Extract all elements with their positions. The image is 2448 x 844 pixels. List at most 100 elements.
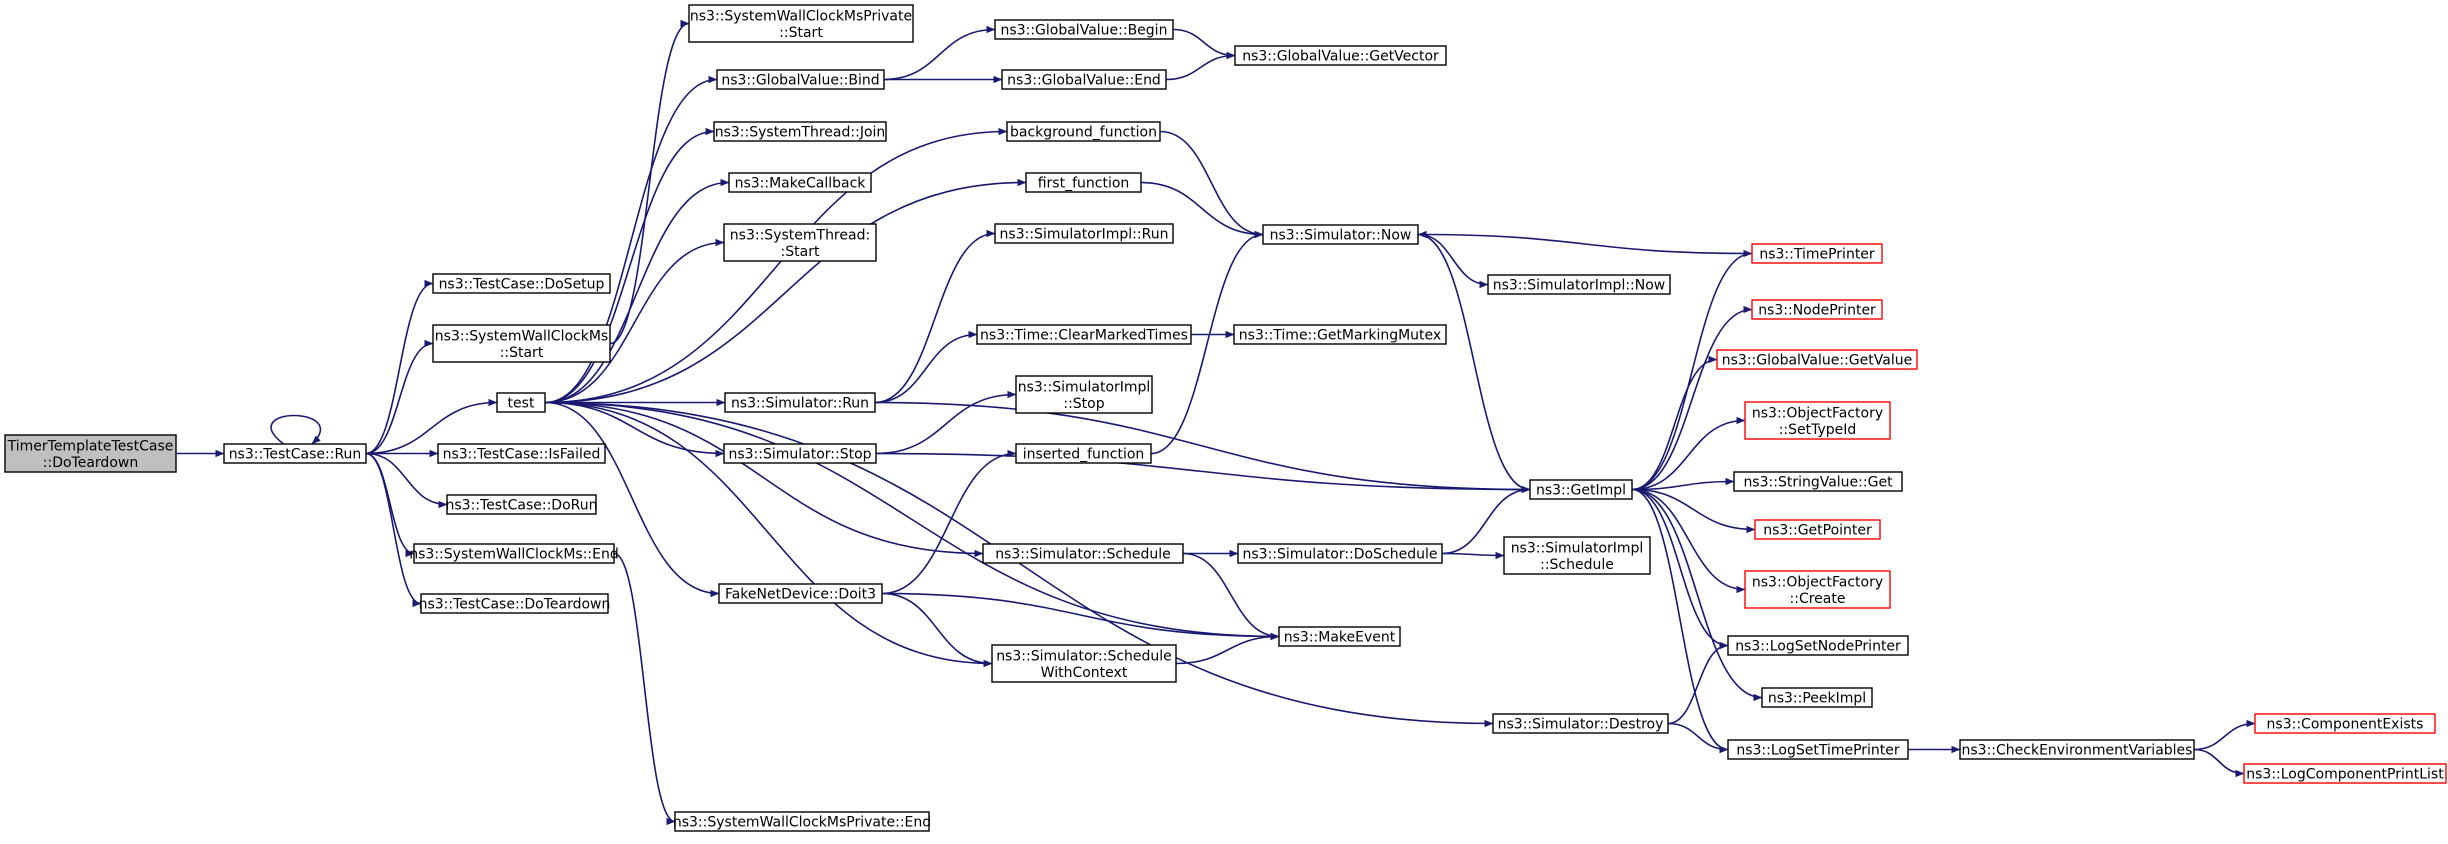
node-dorun[interactable]: ns3::TestCase::DoRun xyxy=(446,494,598,515)
edge-doit3-to-makeevent xyxy=(881,592,1280,641)
node-label: ns3::Time::GetMarkingMutex xyxy=(1239,328,1441,344)
node-run[interactable]: ns3::TestCase::Run xyxy=(223,443,367,464)
edge-test-to-doit3 xyxy=(544,401,720,598)
node-ofcreate[interactable]: ns3::ObjectFactory::Create xyxy=(1744,570,1891,609)
edge-getimpl-to-ofcreate xyxy=(1631,488,1746,594)
node-label: ns3::LogComponentPrintList xyxy=(2246,767,2444,783)
node-compexists[interactable]: ns3::ComponentExists xyxy=(2254,713,2436,734)
edge-test-to-makeevent xyxy=(544,401,1280,641)
node-label: TimerTemplateTestCase xyxy=(7,438,174,454)
node-box xyxy=(1015,375,1153,414)
node-strvalget[interactable]: ns3::StringValue::Get xyxy=(1733,471,1903,492)
node-getmarkmutex[interactable]: ns3::Time::GetMarkingMutex xyxy=(1233,324,1447,345)
node-label: ns3::StringValue::Get xyxy=(1743,475,1893,491)
node-checkenv[interactable]: ns3::CheckEnvironmentVariables xyxy=(1959,739,2195,760)
node-label: ns3::ObjectFactory xyxy=(1752,574,1883,590)
node-label: ns3::LogSetTimePrinter xyxy=(1736,743,1900,759)
node-timeprinter[interactable]: ns3::TimePrinter xyxy=(1751,243,1883,264)
node-gvbind[interactable]: ns3::GlobalValue::Bind xyxy=(716,69,885,90)
node-layer: TimerTemplateTestCase::DoTeardownns3::Te… xyxy=(4,4,2447,832)
node-swcstart[interactable]: ns3::SystemWallClockMs::Start xyxy=(432,324,611,363)
node-label: ns3::SimulatorImpl::Run xyxy=(1000,227,1169,243)
edge-getimpl-to-timeprinter xyxy=(1631,249,1753,491)
node-root[interactable]: TimerTemplateTestCase::DoTeardown xyxy=(4,434,177,473)
edge-simschedctx-to-makeevent xyxy=(1175,632,1280,665)
node-simstop[interactable]: ns3::Simulator::Stop xyxy=(723,443,877,464)
node-simrun[interactable]: ns3::Simulator::Run xyxy=(724,392,876,413)
edge-swcstart-to-swcpstart xyxy=(609,19,690,345)
edge-getimpl-to-peekimpl xyxy=(1631,488,1763,702)
node-simimplsched[interactable]: ns3::SimulatorImpl::Schedule xyxy=(1503,536,1651,575)
node-label: ::SetTypeId xyxy=(1779,422,1857,438)
node-gvgetvector[interactable]: ns3::GlobalValue::GetVector xyxy=(1234,45,1447,66)
node-box xyxy=(1278,626,1401,647)
node-simnow[interactable]: ns3::Simulator::Now xyxy=(1262,224,1419,245)
edge-bgfunc-to-simnow xyxy=(1159,130,1264,239)
node-nodeprinter[interactable]: ns3::NodePrinter xyxy=(1751,299,1883,320)
node-makecb[interactable]: ns3::MakeCallback xyxy=(728,172,872,193)
node-getimpl[interactable]: ns3::GetImpl xyxy=(1529,479,1633,500)
node-isfailed[interactable]: ns3::TestCase::IsFailed xyxy=(437,443,606,464)
node-label: ns3::TestCase::DoSetup xyxy=(439,277,605,293)
edge-getimpl-to-strvalget xyxy=(1631,477,1735,491)
node-dosetup[interactable]: ns3::TestCase::DoSetup xyxy=(432,273,611,294)
node-label: ns3::GlobalValue::Bind xyxy=(721,73,879,89)
node-simdestroy[interactable]: ns3::Simulator::Destroy xyxy=(1492,713,1669,734)
edge-simstop-to-getimpl xyxy=(875,452,1531,494)
node-simdosched[interactable]: ns3::Simulator::DoSchedule xyxy=(1237,543,1443,564)
node-label: ::DoTeardown xyxy=(43,455,138,471)
node-box xyxy=(976,324,1192,345)
node-simimplnow[interactable]: ns3::SimulatorImpl::Now xyxy=(1487,274,1671,295)
node-peekimpl[interactable]: ns3::PeekImpl xyxy=(1761,687,1873,708)
node-simschedule[interactable]: ns3::Simulator::Schedule xyxy=(982,543,1184,564)
node-label: ns3::MakeCallback xyxy=(735,176,867,192)
edge-test-to-gvbind xyxy=(544,75,718,404)
node-gvgetvalue[interactable]: ns3::GlobalValue::GetValue xyxy=(1716,349,1918,370)
node-stjoin[interactable]: ns3::SystemThread::Join xyxy=(713,121,887,142)
edge-run-to-dosetup xyxy=(365,279,434,455)
node-swcpend[interactable]: ns3::SystemWallClockMsPrivate::End xyxy=(673,811,931,832)
node-box xyxy=(1015,443,1152,464)
edge-test-to-simschedule xyxy=(544,401,984,558)
node-label: ns3::SystemThread: xyxy=(730,227,870,243)
node-box xyxy=(2254,713,2436,734)
node-clearmarked[interactable]: ns3::Time::ClearMarkedTimes xyxy=(976,324,1192,345)
node-gvbegin[interactable]: ns3::GlobalValue::Begin xyxy=(994,19,1174,40)
edge-insfunc-to-simnow xyxy=(1150,230,1264,455)
node-getpointer[interactable]: ns3::GetPointer xyxy=(1754,519,1881,540)
node-test[interactable]: test xyxy=(496,392,546,413)
node-ststart[interactable]: ns3::SystemThread::Start xyxy=(723,223,877,262)
node-box xyxy=(1234,45,1447,66)
node-logcomplist[interactable]: ns3::LogComponentPrintList xyxy=(2243,763,2447,784)
edge-gvbegin-to-gvgetvector xyxy=(1172,28,1236,60)
node-bgfunc[interactable]: background_function xyxy=(1006,121,1161,142)
node-box xyxy=(437,443,606,464)
edge-checkenv-to-logcomplist xyxy=(2193,748,2245,778)
node-box xyxy=(1487,274,1671,295)
node-swcpstart[interactable]: ns3::SystemWallClockMsPrivate::Start xyxy=(688,4,914,43)
node-box xyxy=(432,324,611,363)
node-ofsettypeid[interactable]: ns3::ObjectFactory::SetTypeId xyxy=(1744,401,1891,440)
edge-getimpl-to-ofsettypeid xyxy=(1631,416,1746,491)
node-logsetnode[interactable]: ns3::LogSetNodePrinter xyxy=(1727,635,1909,656)
node-box xyxy=(1744,570,1891,609)
node-doteardown[interactable]: ns3::TestCase::DoTeardown xyxy=(419,593,611,614)
edge-timeprinter-to-simnow xyxy=(1417,230,1753,255)
node-simimplrun[interactable]: ns3::SimulatorImpl::Run xyxy=(994,223,1174,244)
node-insfunc[interactable]: inserted_function xyxy=(1015,443,1152,464)
node-label: ns3::Simulator::Schedule xyxy=(996,648,1172,664)
node-gvend[interactable]: ns3::GlobalValue::End xyxy=(1001,69,1167,90)
node-firstfunc[interactable]: first_function xyxy=(1025,172,1142,193)
node-label: ns3::Simulator::Run xyxy=(731,396,869,412)
node-label: ns3::GlobalValue::End xyxy=(1007,73,1161,89)
node-doit3[interactable]: FakeNetDevice::Doit3 xyxy=(718,583,883,604)
node-box xyxy=(446,494,597,515)
node-logsettime[interactable]: ns3::LogSetTimePrinter xyxy=(1727,739,1909,760)
edge-swcend-to-swcpend xyxy=(613,552,676,826)
node-swcend[interactable]: ns3::SystemWallClockMs::End xyxy=(409,543,619,564)
node-label: ns3::Simulator::Schedule xyxy=(995,547,1171,563)
node-simimplstop[interactable]: ns3::SimulatorImpl::Stop xyxy=(1015,375,1153,414)
node-box xyxy=(2243,763,2447,784)
node-makeevent[interactable]: ns3::MakeEvent xyxy=(1278,626,1401,647)
